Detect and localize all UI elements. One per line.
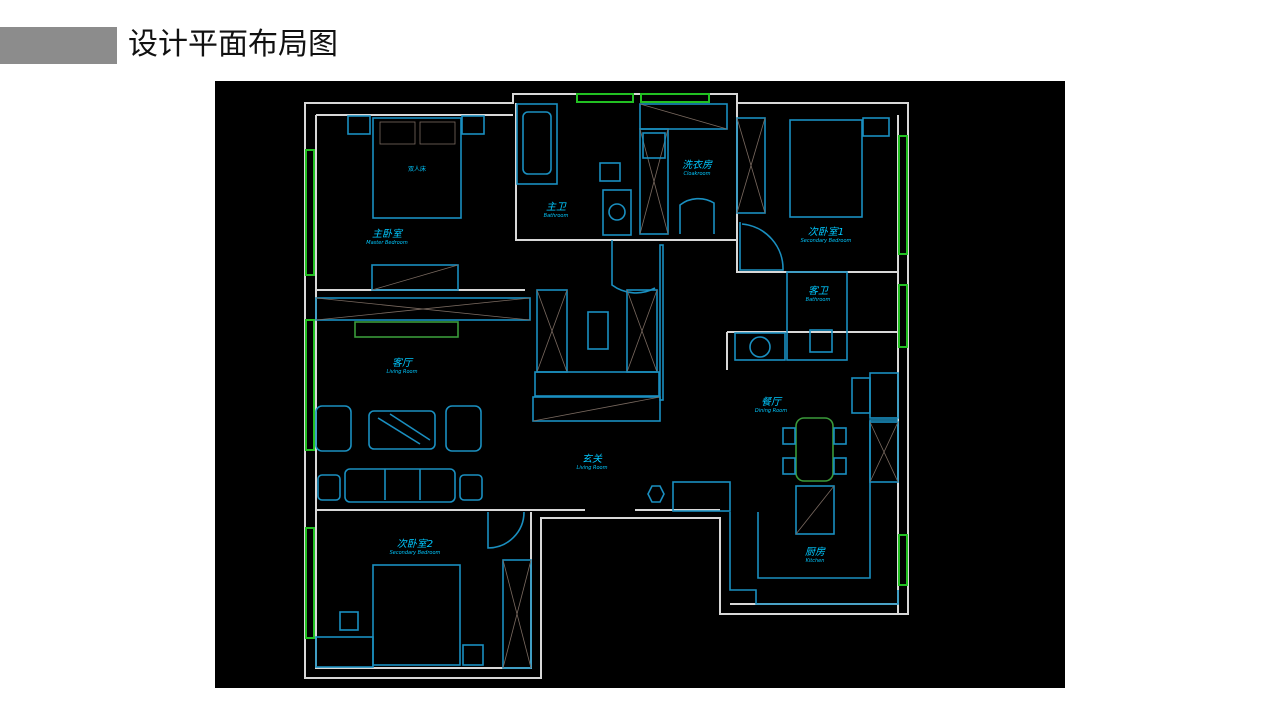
second-bedroom-1-furniture <box>736 117 890 271</box>
room-name-en: Secondary Bedroom <box>389 550 441 556</box>
room-name-cn: 玄关 <box>581 454 602 465</box>
room-name-cn: 主卧室 <box>371 229 402 240</box>
room-name-cn: 厨房 <box>805 547 825 558</box>
room-name-en: Secondary Bedroom <box>800 238 852 244</box>
dining-kitchen-furniture <box>647 372 899 605</box>
room-name-en: Bathroom <box>543 213 569 219</box>
room-name-cn: 次卧室1 <box>807 227 845 238</box>
room-name-cn: 主卫 <box>545 202 566 213</box>
bed-label: 双人床 <box>407 166 427 173</box>
room-name-en: Kitchen <box>805 558 825 564</box>
room-name-cn: 餐厅 <box>760 397 781 408</box>
room-name-en: Master Bedroom <box>366 240 408 246</box>
laundry-fixtures <box>639 103 728 235</box>
room-name-cn: 客厅 <box>391 358 412 369</box>
master-bed <box>347 115 485 291</box>
title-accent-bar <box>0 27 117 64</box>
master-bath-fixtures <box>516 103 632 236</box>
room-name-en: Cloakroom <box>683 171 711 177</box>
room-name-cn: 次卧室2 <box>396 539 434 550</box>
outer-wall <box>304 93 909 679</box>
windows <box>305 93 908 639</box>
slide-title: 设计平面布局图 <box>128 27 338 62</box>
room-name-en: Living Room <box>576 465 608 471</box>
living-room-furniture <box>315 405 525 549</box>
room-name-cn: 洗衣房 <box>682 160 712 171</box>
room-name-cn: 客卫 <box>807 286 828 297</box>
second-bedroom-2-furniture <box>315 559 532 669</box>
guest-bath-fixtures <box>734 271 848 361</box>
central-cabinets <box>315 240 664 422</box>
inner-wall <box>315 103 899 669</box>
room-name-en: Dining Room <box>754 408 788 414</box>
room-name-en: Living Room <box>386 369 418 375</box>
room-name-en: Bathroom <box>805 297 831 303</box>
